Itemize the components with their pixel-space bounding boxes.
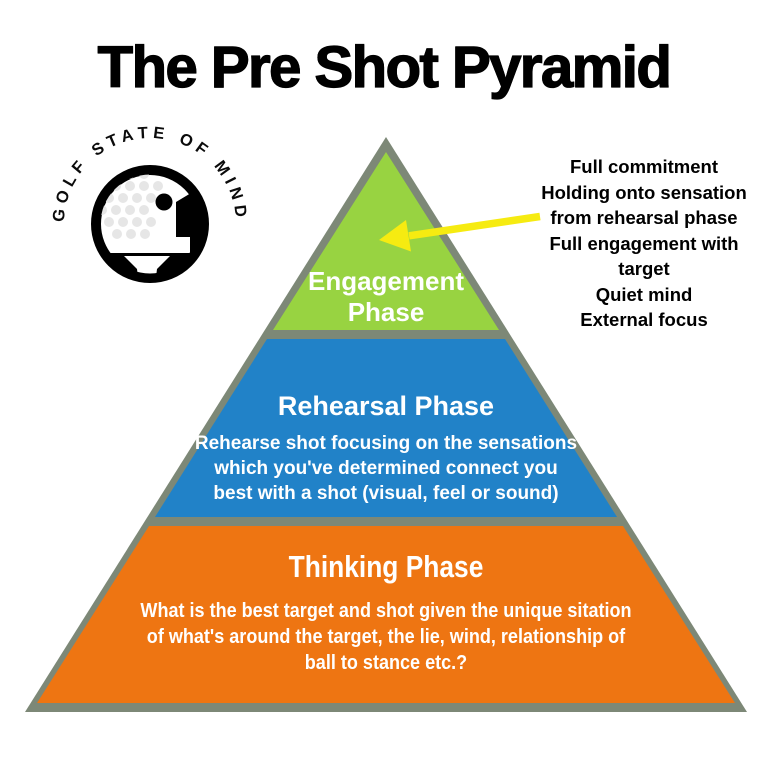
page-title: The Pre Shot Pyramid <box>97 34 673 100</box>
pyramid-level-thinking <box>37 526 735 703</box>
rehearsal-phase-description: Rehearse shot focusing on the sensations… <box>194 433 578 504</box>
annotation-line: Full engagement with <box>549 232 739 254</box>
annotation-line: External focus <box>580 309 708 330</box>
annotation-arrow-head <box>379 220 411 252</box>
annotation-line: from rehearsal phase <box>550 207 738 228</box>
pyramid-level-rehearsal <box>155 339 617 517</box>
annotation-line: Quiet mind <box>595 283 693 305</box>
annotation-line: target <box>618 258 670 279</box>
annotation-line: Full commitment <box>569 156 718 177</box>
face-profile-silhouette <box>176 193 200 262</box>
engagement-annotation-block: Full commitment Holding onto sensation f… <box>520 154 768 333</box>
annotation-line: Holding onto sensation <box>541 181 747 203</box>
rehearsal-phase-label: Rehearsal Phase <box>277 391 495 421</box>
annotation-arrow-line <box>408 212 541 240</box>
thinking-phase-label: Thinking Phase <box>288 549 484 584</box>
engagement-phase-label: Engagement Phase <box>307 266 465 327</box>
thinking-phase-description: What is the best target and shot given t… <box>140 599 632 674</box>
golf-tee <box>124 256 170 274</box>
eye-dot <box>155 193 173 211</box>
golf-state-of-mind-logo: GOLF STATE OF MIND <box>50 124 245 283</box>
annotation-arrow <box>379 212 541 252</box>
